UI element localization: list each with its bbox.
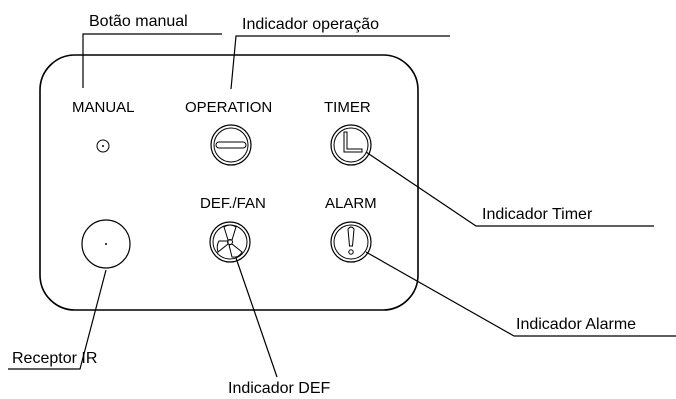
panel-outline bbox=[39, 54, 419, 311]
operation-indicator-icon bbox=[210, 124, 252, 166]
timer-indicator-leader bbox=[365, 151, 654, 227]
operation-indicator-callout: Indicador operação bbox=[242, 16, 379, 33]
manual-button-callout: Botão manual bbox=[89, 13, 188, 30]
alarm-indicator-callout: Indicador Alarme bbox=[516, 316, 636, 333]
def-fan-label: DEF./FAN bbox=[200, 195, 266, 212]
manual-label: MANUAL bbox=[72, 99, 135, 116]
alarm-label: ALARM bbox=[325, 195, 377, 212]
def-indicator-leader bbox=[235, 257, 278, 378]
ir-receiver-leader bbox=[8, 269, 107, 370]
fan-icon bbox=[209, 221, 251, 263]
timer-clock-icon bbox=[330, 124, 372, 166]
operation-label: OPERATION bbox=[185, 99, 272, 116]
operation-indicator-leader bbox=[230, 35, 450, 90]
def-indicator-callout: Indicador DEF bbox=[228, 380, 330, 397]
ir-receiver-icon bbox=[81, 219, 131, 269]
timer-label: TIMER bbox=[324, 99, 371, 116]
timer-indicator-callout: Indicador Timer bbox=[482, 206, 593, 223]
alarm-indicator-leader bbox=[365, 251, 676, 337]
manual-button-leader bbox=[82, 33, 222, 88]
ir-receiver-callout: Receptor IR bbox=[12, 350, 97, 367]
manual-button-icon[interactable] bbox=[96, 139, 110, 153]
alarm-exclamation-icon bbox=[330, 221, 372, 263]
